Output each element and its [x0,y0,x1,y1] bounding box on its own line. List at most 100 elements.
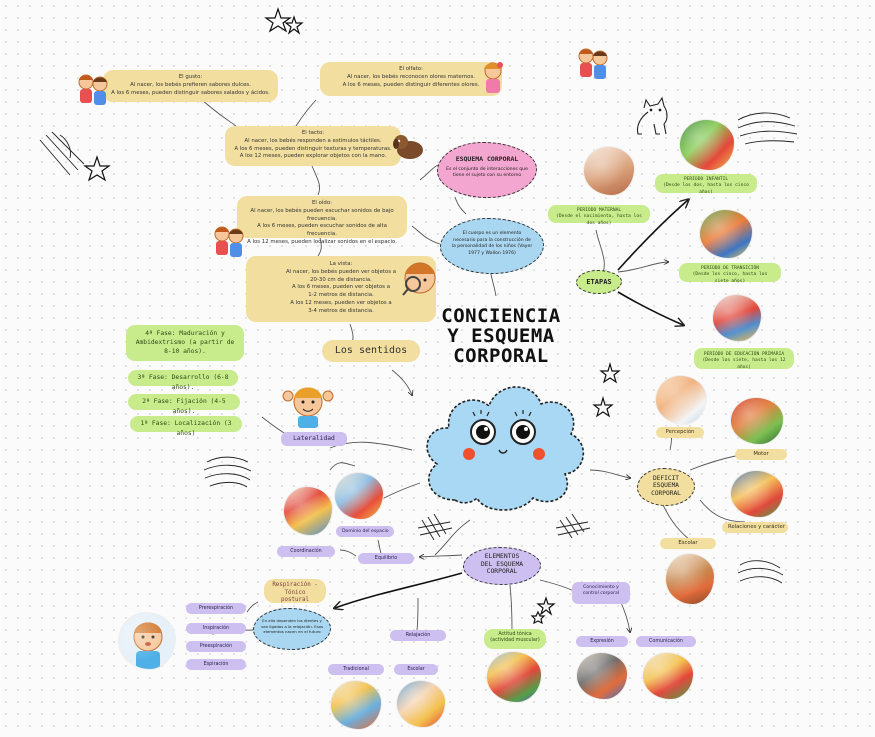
space-photo [334,472,384,520]
deficit-relaciones: Relaciones y carácter [722,522,788,533]
etapas-badge: ETAPAS [576,270,622,294]
periodo-maternal-title: PERIODO MATERNAL [576,208,622,213]
deficit-escolar: Escolar [660,538,716,549]
cuerpo-text: El cuerpo es un elemento necesario para … [451,231,533,256]
periodo-transicion-title: PERIODO DE TRANSICIÓN [700,266,760,271]
elementos-line: DEL ESQUEMA [480,559,524,568]
vista-line: 1-2 metros de distancia. [308,292,374,299]
periodo-transicion: PERIODO DE TRANSICIÓN (Desde los cinco, … [679,263,781,284]
periodo-infantil: PERIODO INFANTIL (Desde los dos, hasta l… [655,174,757,195]
relations-photo [730,470,784,518]
kids-playing-photo [679,119,735,171]
elem-escolar: Escolar [394,664,438,675]
school-photo [665,553,715,605]
esquema-title: ESQUEMA CORPORAL [455,155,519,163]
tacto-title: El tacto: [301,130,325,136]
children-icon-3 [576,46,610,84]
elem-equilibrio: Equilibrio [358,553,414,564]
fase-2: 2ª Fase: Fijación (4-5 años). [128,394,240,415]
oido-line: Al nacer, los bebés pueden escuchar soni… [250,207,394,222]
elem-comunicacion: Comunicación [636,636,696,647]
vista-note: La vista: Al nacer, los bebés pueden ver… [246,256,436,322]
deficit-line: ESQUEMA [652,482,680,490]
vista-title: La vista: [329,261,353,267]
vista-line: 20-30 cm de distancia. [310,276,372,283]
coordination-photo [283,486,333,536]
respiracion-line: Respiración - [272,582,318,588]
elem-dominio: Dominio del espacio [336,526,394,537]
periodo-primaria-title: PERIODO DE EDUCACIÓN PRIMARIA [703,352,785,357]
tacto-line: Al nacer, los bebés responden a estímulo… [244,137,382,144]
vista-line: Al nacer, los bebés pueden ver objetos a [285,268,397,275]
expression-photo [576,652,628,700]
motor-photo [730,397,784,445]
communication-photo [642,652,694,700]
olfato-note: El olfato: Al nacer, los bebés reconocen… [320,62,502,96]
periodo-primaria-range: (Desde los siete, hasta los 12 años) [702,358,786,370]
conocimiento-line: Conocimiento y [583,585,619,590]
deficit-line: CORPORAL [651,489,681,497]
fase-3: 3ª Fase: Desarrollo (6-8 años). [128,370,238,391]
tacto-line: A los 12 meses, pueden explorar objetos … [239,153,387,160]
respiracion-line: Tónico postural [281,589,309,604]
los-sentidos-label: Los sentidos [322,340,420,362]
tonic-photo [486,651,542,703]
fase-4: 4ª Fase: Maduración y Ambidextrismo (a p… [126,325,244,361]
elem-tradicional: Tradicional [328,664,384,675]
cuerpo-cloud: El cuerpo es un elemento necesario para … [440,218,544,274]
resp-item: Inspiración [186,623,246,634]
resp-item: Preespiración [186,641,246,652]
school-relax-photo [396,680,446,728]
traditional-photo [330,680,382,730]
cat-doodle [636,96,668,135]
oido-line: A los 12 meses, pueden localizar sonidos… [247,239,397,246]
vista-line: A los 12 meses, pueden ver objetos a [290,300,392,307]
elem-conocimiento: Conocimiento y control corporal [572,582,630,604]
periodo-transicion-range: (Desde los cinco, hasta los siete años) [692,272,768,284]
deficit-motor: Motor [735,449,787,460]
oido-line: A los 6 meses, pueden escuchar sonidos d… [257,223,387,238]
children-icon [76,72,110,110]
lateralidad-label: Lateralidad [281,432,347,446]
esquema-corporal-cloud: ESQUEMA CORPORAL Es el conjunto de inter… [437,142,537,198]
vista-line: 3-4 metros de distancia. [308,307,374,314]
breathing-boy-photo [118,612,176,670]
periodo-maternal: PERIODO MATERNAL (Desde el nacimiento, h… [548,205,650,226]
main-title: CONCIENCIA Y ESQUEMA CORPORAL [430,306,572,367]
elementos-badge: ELEMENTOS DEL ESQUEMA CORPORAL [463,547,541,585]
respiracion-note: En ella dependen los dientes y van ligad… [253,608,331,650]
actitud-line: Actitud tónica [498,632,532,637]
olfato-line: A los 6 meses, pueden distinguir diferen… [342,81,480,88]
elementos-line: CORPORAL [486,567,518,576]
tacto-line: A los 6 meses, pueden distinguir textura… [234,145,392,152]
boy-magnifier-icon [400,258,438,298]
periodo-maternal-range: (Desde el nacimiento, hasta los dos años… [556,214,642,226]
oido-note: El oído: Al nacer, los bebés pueden escu… [237,196,407,245]
kids-park-photo [699,209,753,259]
deficit-line: DEFICIT [652,475,680,482]
olfato-title: El olfato: [399,66,423,72]
conocimiento-line: control corporal [582,591,620,597]
elem-expresion: Expresión [576,636,628,647]
actitud-line: (actividad muscular) [490,638,540,644]
elem-respiracion: Respiración - Tónico postural [264,579,326,603]
elem-relajacion: Relajación [390,630,446,641]
olfato-line: Al nacer, los bebés reconocen olores mat… [346,73,476,80]
fase-1: 1ª Fase: Localización (3 años) [130,416,242,437]
esquema-desc: Es el conjunto de interacciones que tien… [446,167,528,179]
main-title-line: Y ESQUEMA [447,324,555,347]
oido-title: El oído: [312,200,332,206]
periodo-infantil-title: PERIODO INFANTIL [683,177,729,182]
elem-actitud: Actitud tónica (actividad muscular) [484,629,546,649]
periodo-primaria: PERIODO DE EDUCACIÓN PRIMARIA (Desde los… [694,348,794,370]
dog-icon [392,132,426,162]
deficit-percepcion: Percepción [656,427,704,438]
vista-line: A los 6 meses, pueden ver objetos a [291,284,391,291]
gusto-line: Al nacer, los bebés prefieren sabores du… [130,81,251,88]
main-title-line: CORPORAL [453,344,549,367]
gusto-line: A los 6 meses, pueden distinguir sabores… [111,89,270,96]
periodo-infantil-range: (Desde los dos, hasta los cinco años) [663,183,749,195]
resp-item: Espiración [186,659,246,670]
cloud-mascot [415,368,590,518]
